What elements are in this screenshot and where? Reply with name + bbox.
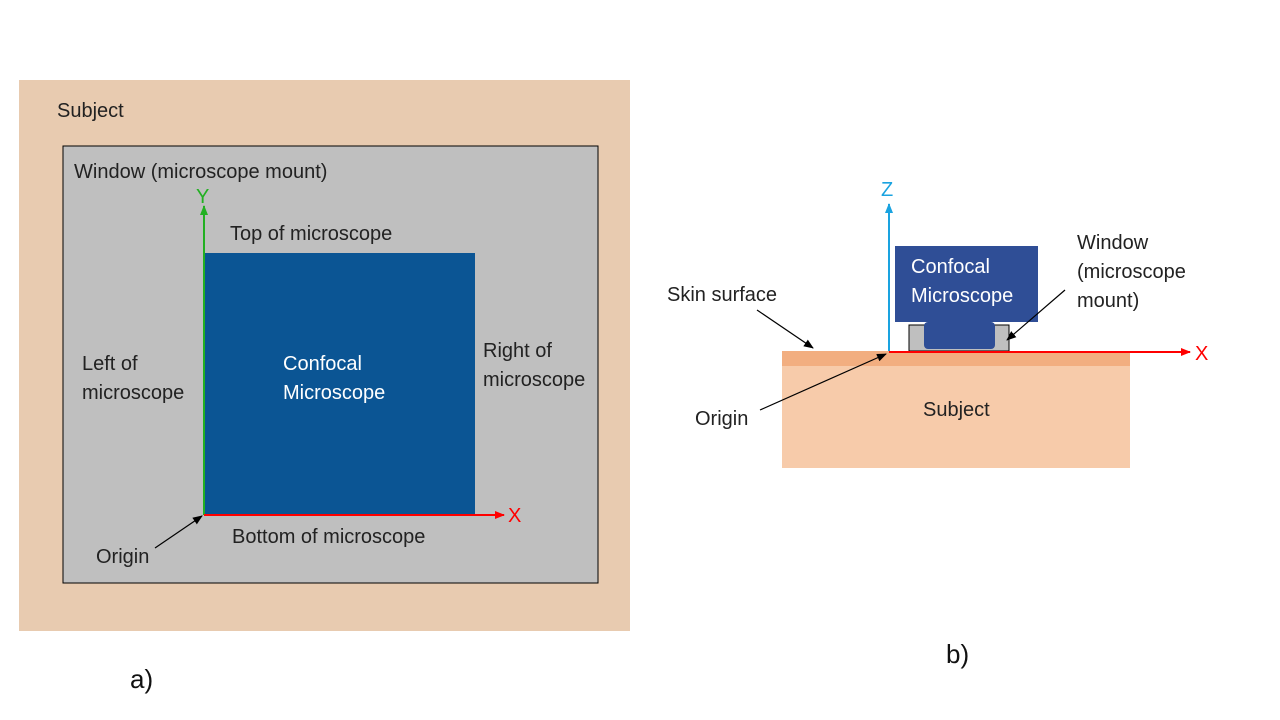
x-axis-label: X	[508, 505, 521, 527]
left-of-microscope-line2: microscope	[82, 382, 184, 404]
subject-label: Subject	[57, 100, 124, 122]
confocal-microscope-block	[204, 253, 475, 515]
bottom-of-microscope-label: Bottom of microscope	[232, 526, 425, 548]
window-label: Window (microscope mount)	[74, 161, 327, 183]
z-axis-label: Z	[881, 179, 893, 201]
origin-label: Origin	[96, 546, 149, 568]
microscope-label-b-line2: Microscope	[911, 285, 1013, 307]
caption-b: b)	[946, 639, 969, 669]
skin-surface-layer	[782, 351, 1130, 366]
origin-label-b: Origin	[695, 408, 748, 430]
subject-label-b: Subject	[923, 399, 990, 421]
right-of-microscope-line2: microscope	[483, 369, 585, 391]
panel-a: Subject Window (microscope mount) Confoc…	[19, 80, 630, 694]
right-of-microscope-line1: Right of	[483, 340, 552, 362]
caption-a: a)	[130, 664, 153, 694]
skin-surface-label: Skin surface	[667, 284, 777, 306]
y-axis-label: Y	[196, 186, 209, 208]
microscope-label-line1: Confocal	[283, 353, 362, 375]
window-label-b-line2: (microscope	[1077, 261, 1186, 283]
window-label-b-line3: mount)	[1077, 290, 1139, 312]
panel-b: Subject Confocal Microscope Z X Window (…	[667, 179, 1208, 669]
origin-pointer	[154, 515, 203, 549]
microscope-label-b-line1: Confocal	[911, 256, 990, 278]
left-of-microscope-line1: Left of	[82, 353, 138, 375]
microscope-label-line2: Microscope	[283, 382, 385, 404]
origin-pointer-b	[759, 353, 887, 411]
top-of-microscope-label: Top of microscope	[230, 223, 392, 245]
window-label-b-line1: Window	[1077, 232, 1149, 254]
subject-block	[782, 351, 1130, 468]
microscope-lens-housing	[924, 322, 995, 349]
confocal-microscope-side	[895, 246, 1038, 322]
skin-surface-pointer	[756, 309, 814, 349]
window-pointer	[1006, 289, 1066, 341]
x-axis-label-b: X	[1195, 343, 1208, 365]
